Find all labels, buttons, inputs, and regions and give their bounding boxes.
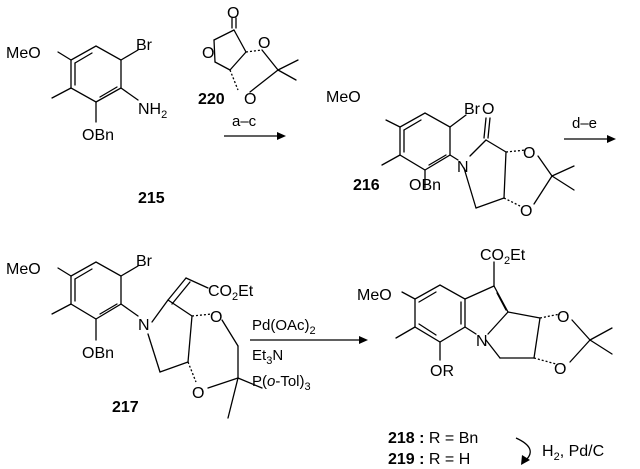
amino-subscript: 2 bbox=[161, 109, 167, 121]
compound-number-216: 216 bbox=[353, 177, 380, 194]
catalyst-text: Pd(OAc) bbox=[252, 317, 310, 334]
lactam-nitrogen-label: N bbox=[457, 159, 469, 176]
product-desc-218: R = Bn bbox=[429, 430, 478, 447]
bromo-label: Br bbox=[464, 101, 481, 118]
hydrogenolysis-label: H2, Pd/C bbox=[542, 443, 604, 463]
ester-co: CO bbox=[208, 283, 232, 300]
step-arrow-2: d–e bbox=[564, 115, 616, 143]
bromo-label: Br bbox=[136, 253, 153, 270]
pyrrolidine-nitrogen-label: N bbox=[138, 317, 150, 334]
indole-nitrogen-label: N bbox=[476, 333, 488, 350]
compound-218-bonds bbox=[395, 261, 613, 365]
compound-216: MeO Br N O O O OBn 216 bbox=[326, 89, 575, 220]
methoxy-label: MeO bbox=[326, 89, 361, 106]
step-arrow-3: Pd(OAc)2 Et3N P(o-Tol)3 bbox=[250, 317, 368, 393]
methoxy-label: MeO bbox=[6, 45, 41, 62]
dioxolane-oxygen-1: O bbox=[210, 309, 222, 326]
curved-arrow-head bbox=[521, 455, 530, 465]
step-label-a-c: a–c bbox=[232, 113, 257, 130]
compound-220: O O O O 220 bbox=[198, 5, 299, 108]
step-arrow-1: a–c bbox=[224, 113, 286, 140]
ester-label: CO2Et bbox=[208, 283, 254, 303]
carbonyl-oxygen-label: O bbox=[227, 5, 239, 22]
product-desc-219: R = H bbox=[429, 451, 470, 468]
amino-label: NH2 bbox=[138, 101, 167, 121]
methoxy-label: MeO bbox=[6, 261, 41, 278]
ligand-pre: P( bbox=[252, 373, 267, 390]
curved-arrow bbox=[515, 437, 531, 461]
compound-215-bonds bbox=[51, 45, 139, 123]
ligand-italic: o bbox=[267, 373, 275, 390]
compound-216-bonds bbox=[381, 112, 575, 209]
dioxolane-oxygen-1: O bbox=[258, 35, 270, 52]
product-separator: : bbox=[415, 451, 429, 468]
amino-nh: NH bbox=[138, 101, 161, 118]
bromo-label: Br bbox=[136, 37, 153, 54]
compound-number-219: 219 bbox=[388, 451, 415, 468]
compound-218-219: MeO N OR CO2Et O O 218 : R = Bn 219 : R … bbox=[357, 247, 613, 468]
product-line-219: 219 : R = H bbox=[388, 451, 470, 468]
compound-215: MeO Br NH2 OBn 215 bbox=[6, 37, 167, 207]
ester-co: CO bbox=[480, 247, 504, 264]
compound-217-bonds bbox=[51, 261, 263, 419]
compound-number-217: 217 bbox=[112, 399, 139, 416]
ester-label: CO2Et bbox=[480, 247, 526, 267]
catalyst-label: Pd(OAc)2 bbox=[252, 317, 316, 337]
hydrogen-subscript: 2 bbox=[554, 451, 560, 463]
ester-et: Et bbox=[510, 247, 526, 264]
base-label: Et3N bbox=[252, 347, 283, 367]
catalyst-subscript: 2 bbox=[310, 325, 316, 337]
compound-220-bonds bbox=[213, 17, 299, 93]
lactam-oxygen-label: O bbox=[482, 101, 494, 118]
ligand-subscript: 3 bbox=[305, 381, 311, 393]
product-line-218: 218 : R = Bn bbox=[388, 430, 478, 447]
base-text: Et bbox=[252, 347, 267, 364]
dioxolane-oxygen-2: O bbox=[520, 203, 532, 220]
dioxolane-oxygen-2: O bbox=[554, 361, 566, 378]
compound-number-220: 220 bbox=[198, 91, 225, 108]
dioxolane-oxygen-1: O bbox=[523, 145, 535, 162]
dioxolane-oxygen-1: O bbox=[557, 309, 569, 326]
ligand-label: P(o-Tol)3 bbox=[252, 373, 311, 393]
base-subscript: 3 bbox=[266, 355, 272, 367]
benzyloxy-label: OBn bbox=[409, 177, 441, 194]
catalyst-pdc: , Pd/C bbox=[560, 443, 604, 460]
ring-oxygen-label: O bbox=[202, 45, 214, 62]
step-label-d-e: d–e bbox=[572, 115, 597, 132]
hydrogen-text: H bbox=[542, 443, 554, 460]
base-tail: N bbox=[272, 347, 283, 364]
dioxolane-oxygen-2: O bbox=[192, 385, 204, 402]
dioxolane-oxygen-2: O bbox=[244, 91, 256, 108]
ester-subscript: 2 bbox=[232, 291, 238, 303]
compound-number-215: 215 bbox=[138, 190, 165, 207]
compound-217: MeO Br N OBn CO2Et O O 217 bbox=[6, 253, 263, 419]
compound-number-218: 218 bbox=[388, 430, 415, 447]
ester-subscript: 2 bbox=[504, 255, 510, 267]
benzyloxy-label: OBn bbox=[82, 345, 114, 362]
product-separator: : bbox=[415, 430, 429, 447]
or-label: OR bbox=[430, 363, 454, 380]
ester-et: Et bbox=[238, 283, 254, 300]
benzyloxy-label: OBn bbox=[82, 127, 114, 144]
ligand-post: -Tol) bbox=[275, 373, 304, 390]
methoxy-label: MeO bbox=[357, 287, 392, 304]
